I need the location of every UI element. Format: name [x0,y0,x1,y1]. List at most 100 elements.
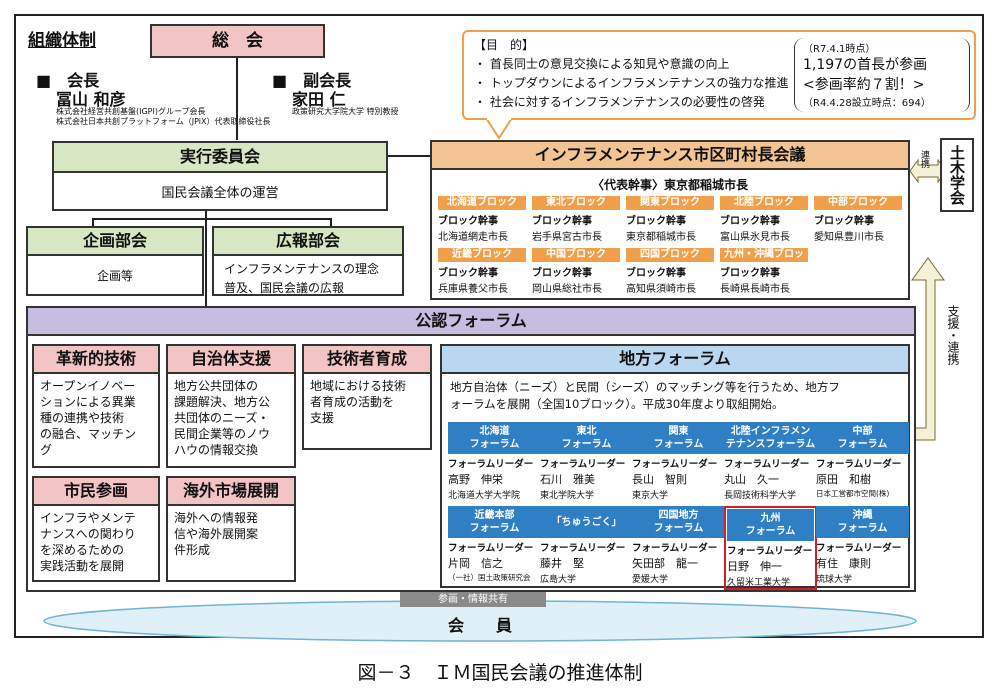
forum-leader: 片岡 信之 [448,557,503,570]
forum-role: フォーラムリーダー [727,546,813,557]
block-role: ブロック幹事 [532,216,592,227]
planning-committee-title: 企画部会 [28,228,202,256]
certified-forum-title: 公認フォーラム [26,306,916,336]
chair-label: ■ 会長 [36,71,100,90]
mayors-block-cell: 東北ブロック ブロック幹事 岩手県宮古市長 [532,196,620,243]
mayors-block-cell: 中国ブロック ブロック幹事 岡山県総社市長 [532,248,620,295]
regional-forum-cell: 「ちゅうごく」 フォーラムリーダー 藤井 堅 広島大学 [540,506,633,586]
forum-name: 北陸インフラメンテナンスフォーラム [724,422,817,454]
block-member: 岩手県宮古市長 [532,232,602,243]
forum-leader: 原田 和樹 [816,473,871,486]
desc-line: 件形成 [174,543,211,557]
forum-affiliation: 日本工営都市空間(株) [816,489,890,498]
purpose-item-text: 社会に対するインフラメンテナンスの必要性の啓発 [489,95,765,109]
forum-name: 近畿本部フォーラム [448,506,541,538]
chair-name: 冨山 和彦 [56,90,126,109]
purpose-item-3: ・ 社会に対するインフラメンテナンスの必要性の啓発 [474,95,765,109]
connector-line [386,155,430,157]
connector-line [92,218,94,228]
forum-affiliation: 愛媛大学 [632,575,669,585]
forum-role: フォーラムリーダー [816,543,902,554]
planning-committee-box: 企画部会 企画等 [26,226,204,296]
regional-forum-cell: 東北フォーラム フォーラムリーダー 石川 雅美 東北学院大学 [540,422,633,502]
overseas-market-box: 海外市場展開 海外への情報発信や海外展開案件形成 [166,476,296,582]
mayors-block-cell: 中部ブロック ブロック幹事 愛知県豊川市長 [814,196,902,243]
desc-line: ハウの情報交換 [174,443,259,457]
block-name: 東北ブロック [532,196,620,210]
innovation-desc: オープンイノベーションによる異業種の連携や技術の融合、マッチング [34,374,158,462]
info-share-bar: 参画・情報共有 [400,592,546,607]
regional-forum-cell: 九州フォーラム フォーラムリーダー 日野 伸一 久留米工業大学 [724,506,817,590]
block-name: 四国ブロック [626,248,714,262]
block-member: 長崎県長崎市長 [720,284,790,295]
purpose-box: 【目 的】 ・ 首長同士の意見交換による知見や意識の向上 ・ トップダウンによる… [462,30,976,120]
regional-forum-cell: 北海道フォーラム フォーラムリーダー 高野 伸栄 北海道大学大学院 [448,422,541,502]
connector-line [236,58,238,140]
municipal-support-desc: 地方公共団体の課題解決、地方公共団体のニーズ・民間企業等のノウハウの情報交換 [168,374,294,462]
mayors-conference-title: インフラメンテナンス市区町村長会議 [430,140,910,170]
figure-caption: 図－３ ＩＭ国民会議の推進体制 [357,662,643,684]
mayors-block-cell: 九州・沖縄ブロック ブロック幹事 長崎県長崎市長 [720,248,808,295]
block-member: 岡山県総社市長 [532,284,602,295]
engineer-training-title: 技術者育成 [304,346,430,374]
municipal-support-box: 自治体支援 地方公共団体の課題解決、地方公共団体のニーズ・民間企業等のノウハウの… [166,344,296,468]
renkei-arrow [910,158,946,184]
regional-forum-cell: 近畿本部フォーラム フォーラムリーダー 片岡 信之 （一社）国土政策研究会 [448,506,541,586]
forum-name: 沖縄フォーラム [816,506,909,538]
members-label: 会 員 [447,616,512,635]
block-name: 中国ブロック [532,248,620,262]
block-role: ブロック幹事 [720,268,780,279]
support-label: 支援・連携 [946,305,960,365]
purpose-item-text: 首長同士の意見交換による知見や意識の向上 [489,57,730,71]
regional-forum-cell: 沖縄フォーラム フォーラムリーダー 有住 康則 琉球大学 [816,506,909,586]
forum-role: フォーラムリーダー [816,459,902,470]
purpose-item-text: トップダウンによるインフラメンテナンスの強力な推進 [489,76,789,90]
forum-leader: 矢田部 龍一 [632,557,698,570]
forum-name: 「ちゅうごく」 [540,506,633,538]
executive-committee-box: 実行委員会 国民会議全体の運営 [52,141,388,211]
forum-leader: 石川 雅美 [540,473,595,486]
block-name: 北海道ブロック [438,196,526,210]
forum-name: 九州フォーラム [727,509,814,541]
forum-name: 四国地方フォーラム [632,506,725,538]
purpose-pointer [484,118,514,140]
block-member: 愛知県豊川市長 [814,232,884,243]
forum-affiliation: 琉球大学 [816,575,853,585]
forum-role: フォーラムリーダー [724,459,810,470]
support-arrow [911,257,945,441]
general-assembly-box: 総 会 [150,24,325,58]
mayors-block-cell: 近畿ブロック ブロック幹事 兵庫県養父市長 [438,248,526,295]
mayors-block-cell: 北陸ブロック ブロック幹事 富山県氷見市長 [720,196,808,243]
forum-role: フォーラムリーダー [448,543,534,554]
forum-leader: 高野 伸栄 [448,473,503,486]
regional-forum-cell: 中部フォーラム フォーラムリーダー 原田 和樹 日本工営都市空間(株) [816,422,909,502]
desc-line: 者育成の活動を [310,395,395,409]
block-role: ブロック幹事 [532,268,592,279]
block-role: ブロック幹事 [814,216,874,227]
forum-affiliation: 久留米工業大学 [727,578,791,588]
leadership-box: ■ 会長 冨山 和彦 株式会社経営共創基盤(IGPI)グループ会長 株式会社日本… [26,64,426,126]
citizen-participation-title: 市民参画 [34,478,158,506]
chair-affiliation-1: 株式会社経営共創基盤(IGPI)グループ会長 [56,107,206,116]
forum-leader: 日野 伸一 [727,560,782,573]
block-member: 高知県須崎市長 [626,284,696,295]
regional-forum-box: 地方フォーラム 地方自治体（ニーズ）と民間（シーズ）のマッチング等を行うため、地… [440,344,910,590]
connector-line [92,218,332,220]
block-name: 中部ブロック [814,196,902,210]
forum-role: フォーラムリーダー [448,459,534,470]
purpose-heading: 【目 的】 [474,38,535,52]
forum-affiliation: 東京大学 [632,491,669,501]
participation-founded: （R4.4.28設立時点：694） [803,98,931,109]
forum-name: 関東フォーラム [632,422,725,454]
block-role: ブロック幹事 [626,216,686,227]
innovation-box: 革新的技術 オープンイノベーションによる異業種の連携や技術の融合、マッチング [32,344,160,468]
mayors-block-cell: 四国ブロック ブロック幹事 高知県須崎市長 [626,248,714,295]
regional-forum-cell: 関東フォーラム フォーラムリーダー 長山 智則 東京大学 [632,422,725,502]
connector-line [205,210,207,308]
desc-line: を深めるための [40,543,125,557]
forum-role: フォーラムリーダー [540,459,626,470]
executive-committee-title: 実行委員会 [54,143,386,173]
desc-line: オープンイノベー [40,379,136,393]
desc-line: 海外への情報発 [174,511,259,525]
pr-committee-box: 広報部会 インフラメンテナンスの理念 普及、国民会議の広報 [212,226,404,296]
